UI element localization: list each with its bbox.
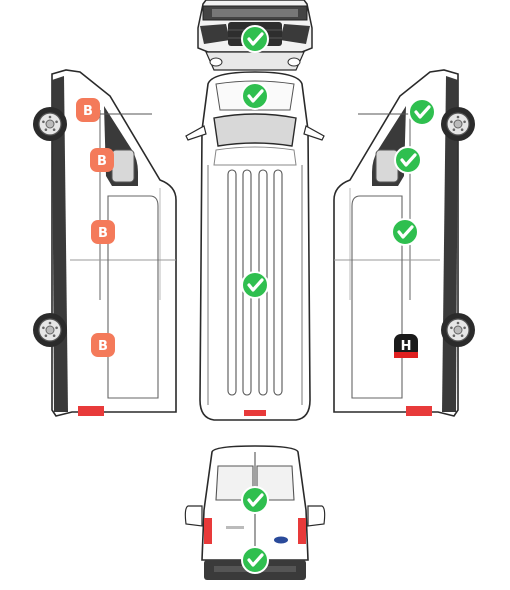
left-front-door-marker[interactable]: B — [90, 148, 114, 172]
right-rear-side-marker[interactable]: H — [394, 334, 418, 358]
right-front-door-marker[interactable] — [394, 146, 422, 174]
check-icon — [247, 89, 264, 103]
rear-doors-marker[interactable] — [241, 486, 269, 514]
marker-label: B — [83, 104, 93, 119]
left-side-view — [32, 69, 177, 417]
marker-label: B — [97, 154, 107, 169]
rear-bumper-marker[interactable] — [241, 546, 269, 574]
top-cab-roof-marker[interactable] — [241, 82, 269, 110]
check-icon — [247, 493, 264, 507]
marker-label: B — [98, 339, 108, 354]
marker-label: H — [401, 339, 412, 354]
top-cargo-roof-marker[interactable] — [241, 271, 269, 299]
left-rear-side-marker[interactable]: B — [91, 333, 115, 357]
check-icon — [247, 553, 264, 567]
right-side-view — [333, 69, 476, 417]
check-icon — [414, 105, 431, 119]
right-cargo-side-marker[interactable] — [391, 218, 419, 246]
top-view — [185, 71, 325, 421]
check-icon — [247, 32, 264, 46]
right-front-wheel-marker[interactable] — [408, 98, 436, 126]
check-icon — [397, 225, 414, 239]
check-icon — [400, 153, 417, 167]
left-cargo-side-marker[interactable]: B — [91, 220, 115, 244]
left-front-wheel-marker[interactable]: B — [76, 98, 100, 122]
marker-label: B — [98, 226, 108, 241]
damage-markers: B B B B H — [76, 25, 436, 574]
check-icon — [247, 278, 264, 292]
front-grille-marker[interactable] — [241, 25, 269, 53]
